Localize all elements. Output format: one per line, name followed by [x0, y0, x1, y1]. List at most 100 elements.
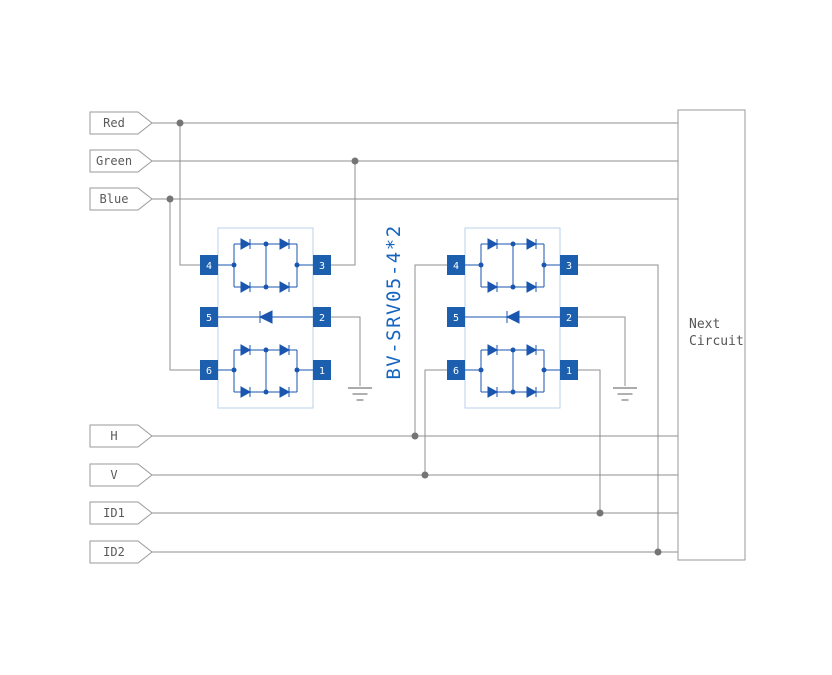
node-dot	[231, 367, 237, 373]
tvs-diode-icon	[506, 310, 520, 324]
diode-icon	[240, 386, 251, 398]
signal-label-blue: Blue	[100, 192, 129, 206]
ground-icon	[612, 387, 638, 401]
signal-flags: Red Green Blue H V ID1 ID2	[89, 111, 153, 564]
ic1-package: 4 5 6 3 2 1	[200, 227, 331, 409]
tvs-diode-icon	[259, 310, 273, 324]
node-dot	[294, 262, 300, 268]
diode-icon	[279, 344, 290, 356]
ground-icon	[347, 387, 373, 401]
node-dot	[510, 241, 516, 247]
chip-part-number: BV-SRV05-4*2	[383, 224, 405, 379]
ic2-pins: 4 5 6 3 2 1	[447, 255, 578, 380]
next-circuit-block: Next Circuit	[677, 109, 746, 561]
ic1-pin-1	[313, 360, 331, 380]
junction-dot	[411, 432, 419, 440]
node-dot	[510, 389, 516, 395]
signal-flag-id2: ID2	[89, 540, 153, 564]
ic1-pin-3	[313, 255, 331, 275]
diode-icon	[526, 344, 537, 356]
diode-icon	[526, 281, 537, 293]
next-circuit-label-line1: Next	[689, 317, 720, 332]
diode-icon	[279, 386, 290, 398]
ic1-internals	[218, 238, 313, 398]
ic2-pin-1	[560, 360, 578, 380]
node-dot	[510, 347, 516, 353]
wire-blue	[152, 198, 678, 371]
diode-icon	[526, 386, 537, 398]
wire-id2	[152, 264, 678, 553]
ic2-pin-6	[447, 360, 465, 380]
junction-dot	[176, 119, 184, 127]
ic1-pin-5-label: 5	[206, 313, 212, 324]
ic1-pin-6	[200, 360, 218, 380]
diode-icon	[279, 238, 290, 250]
diode-icon	[487, 344, 498, 356]
ic1-pin-4	[200, 255, 218, 275]
next-circuit-label-line2: Circuit	[689, 334, 744, 349]
diode-icon	[279, 281, 290, 293]
ic2-pin-1-label: 1	[566, 366, 572, 377]
node-dot	[478, 262, 484, 268]
ic2-pin-3	[560, 255, 578, 275]
junction-dot	[166, 195, 174, 203]
ic2-package: 4 5 6 3 2 1	[447, 227, 578, 409]
node-dot	[510, 284, 516, 290]
ic1-pin-5	[200, 307, 218, 327]
ic1-pin-2	[313, 307, 331, 327]
wire-ic2-ground	[578, 316, 626, 386]
wire-v	[152, 369, 678, 476]
node-dot	[263, 241, 269, 247]
ic1-pin-6-label: 6	[206, 366, 212, 377]
wire-green	[152, 160, 678, 266]
signal-flag-v: V	[89, 463, 153, 487]
signal-label-id2: ID2	[103, 545, 125, 559]
diode-icon	[526, 238, 537, 250]
signal-label-id1: ID1	[103, 506, 125, 520]
signal-flag-h: H	[89, 424, 153, 448]
ic2-pin-4-label: 4	[453, 261, 459, 272]
junction-dot	[596, 509, 604, 517]
ic1-pin-2-label: 2	[319, 313, 325, 324]
diode-icon	[240, 238, 251, 250]
wire-red	[152, 122, 678, 266]
signal-flag-id1: ID1	[89, 501, 153, 525]
node-dot	[231, 262, 237, 268]
signal-flag-green: Green	[89, 149, 153, 173]
ic2-pin-2	[560, 307, 578, 327]
node-dot	[478, 367, 484, 373]
ic2-pin-4	[447, 255, 465, 275]
ic2-pin-6-label: 6	[453, 366, 459, 377]
signal-flag-blue: Blue	[89, 187, 153, 211]
signal-flag-red: Red	[89, 111, 153, 135]
diode-icon	[487, 238, 498, 250]
node-dot	[263, 347, 269, 353]
wire-id1	[152, 369, 678, 514]
wire-net	[152, 122, 678, 553]
ic2-pin-2-label: 2	[566, 313, 572, 324]
ic1-pin-4-label: 4	[206, 261, 212, 272]
node-dot	[541, 367, 547, 373]
signal-label-green: Green	[96, 154, 132, 168]
next-circuit-box	[677, 109, 746, 561]
diode-icon	[487, 386, 498, 398]
diode-icon	[487, 281, 498, 293]
diode-icon	[240, 344, 251, 356]
wire-ic1-ground	[331, 316, 361, 386]
signal-label-red: Red	[103, 116, 125, 130]
ic2-internals	[465, 238, 560, 398]
ic1-pins: 4 5 6 3 2 1	[200, 255, 331, 380]
node-dot	[541, 262, 547, 268]
wire-h	[152, 264, 678, 437]
node-dot	[294, 367, 300, 373]
junction-dot	[421, 471, 429, 479]
ic1-pin-1-label: 1	[319, 366, 325, 377]
ic1-pin-3-label: 3	[319, 261, 325, 272]
junction-dots	[166, 119, 662, 556]
ic2-pin-5	[447, 307, 465, 327]
node-dot	[263, 284, 269, 290]
ic2-pin-5-label: 5	[453, 313, 459, 324]
junction-dot	[654, 548, 662, 556]
